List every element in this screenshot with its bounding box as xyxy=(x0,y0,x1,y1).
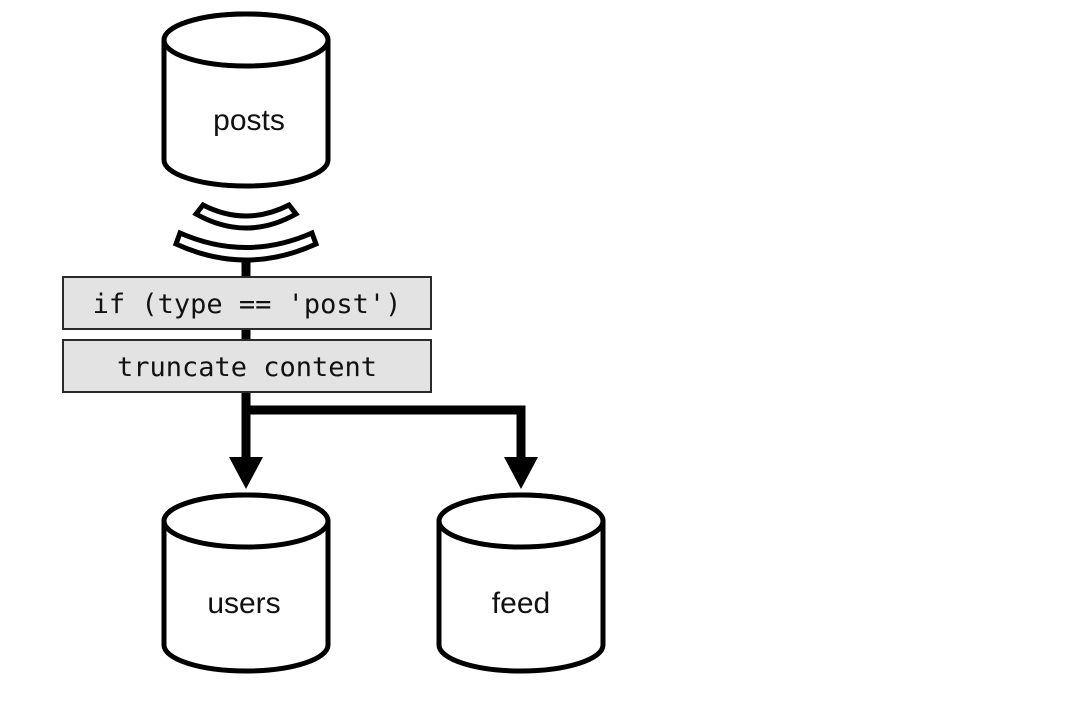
step-box xyxy=(62,276,432,330)
arrow-head-users xyxy=(229,457,263,489)
database-feed: feed xyxy=(436,492,606,674)
database-top xyxy=(161,492,331,550)
database-top xyxy=(161,11,331,69)
database-posts: posts xyxy=(161,11,331,189)
flow-branch-feed xyxy=(246,405,526,460)
database-users: users xyxy=(161,492,331,674)
stream-signal-icon xyxy=(172,201,320,263)
database-top xyxy=(436,492,606,550)
step-label-filter: if (type == 'post') xyxy=(93,289,402,320)
database-label-users: users xyxy=(207,587,280,620)
arrow-head-feed xyxy=(504,457,538,489)
database-label-feed: feed xyxy=(492,587,550,620)
step-label-truncate: truncate content xyxy=(117,352,377,383)
step-truncate-content: truncate content xyxy=(62,339,432,393)
database-label-posts: posts xyxy=(213,104,285,137)
step-box xyxy=(62,339,432,393)
step-filter-type: if (type == 'post') xyxy=(62,276,432,330)
